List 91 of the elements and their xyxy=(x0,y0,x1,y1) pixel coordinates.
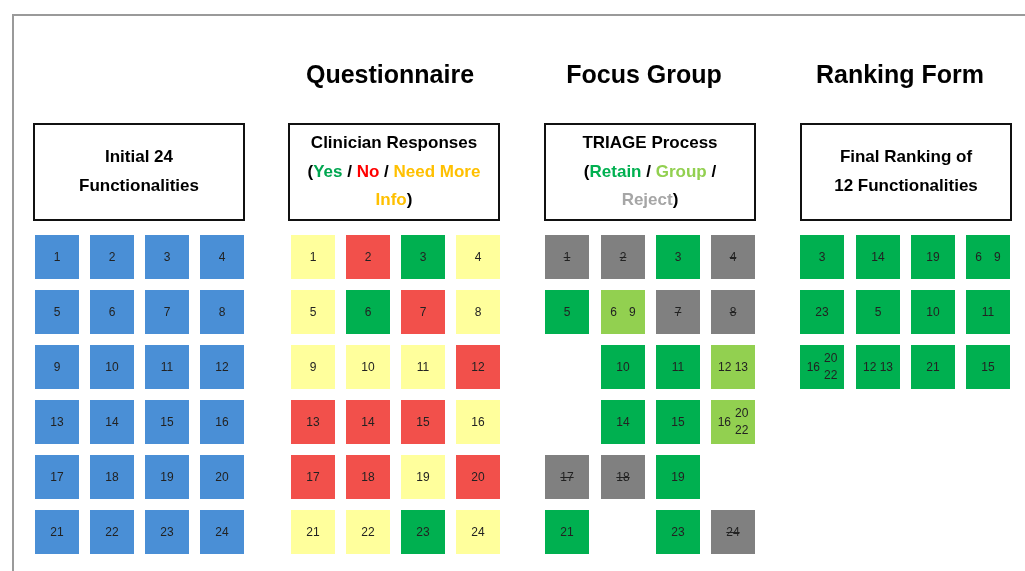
rejected-item-tile: 17 xyxy=(545,455,589,499)
item-tile: 2 xyxy=(90,235,134,279)
item-tile: 5 xyxy=(291,290,335,334)
header-box xyxy=(33,123,245,221)
item-tile: 4 xyxy=(200,235,244,279)
item-tile: 22 xyxy=(346,510,390,554)
item-tile: 21 xyxy=(911,345,955,389)
item-tile: 11 xyxy=(145,345,189,389)
item-tile: 21 xyxy=(545,510,589,554)
item-tile: 13 xyxy=(291,400,335,444)
item-tile: 23 xyxy=(800,290,844,334)
item-tile: 19 xyxy=(401,455,445,499)
item-tile: 5 xyxy=(35,290,79,334)
item-tile: 16 xyxy=(200,400,244,444)
item-tile: 1 xyxy=(291,235,335,279)
item-tile: 12 13 xyxy=(856,345,900,389)
item-tile: 23 xyxy=(145,510,189,554)
item-tile: 20 xyxy=(456,455,500,499)
item-tile: 2 xyxy=(346,235,390,279)
rejected-item-tile: 24 xyxy=(711,510,755,554)
item-tile: 3 xyxy=(800,235,844,279)
item-tile: 6 xyxy=(90,290,134,334)
column-title: Ranking Form xyxy=(814,60,986,89)
item-tile: 3 xyxy=(401,235,445,279)
item-tile: 21 xyxy=(35,510,79,554)
rejected-item-tile: 4 xyxy=(711,235,755,279)
item-tile: 14 xyxy=(90,400,134,444)
item-tile: 23 xyxy=(656,510,700,554)
item-tile: 22 xyxy=(90,510,134,554)
item-tile: 15 xyxy=(145,400,189,444)
item-tile: 15 xyxy=(656,400,700,444)
item-tile: 14 xyxy=(601,400,645,444)
item-tile: 23 xyxy=(401,510,445,554)
item-tile: 11 xyxy=(966,290,1010,334)
item-tile: 3 xyxy=(656,235,700,279)
item-tile: 20 xyxy=(200,455,244,499)
item-tile: 11 xyxy=(656,345,700,389)
item-tile: 9 xyxy=(35,345,79,389)
item-tile: 12 13 xyxy=(711,345,755,389)
item-tile: 7 xyxy=(145,290,189,334)
header-box xyxy=(800,123,1012,221)
item-tile: 12 xyxy=(456,345,500,389)
rejected-item-tile: 7 xyxy=(656,290,700,334)
item-tile: 14 xyxy=(346,400,390,444)
item-tile: 13 xyxy=(35,400,79,444)
item-tile: 5 xyxy=(545,290,589,334)
header-text: Initial 24 Functionalities xyxy=(78,146,200,197)
item-tile: 15 xyxy=(966,345,1010,389)
item-tile: 3 xyxy=(145,235,189,279)
item-tile: 21 xyxy=(291,510,335,554)
header-text: Final Ranking of 12 Functionalities xyxy=(833,146,979,197)
header-box xyxy=(544,123,756,221)
item-tile: 24 xyxy=(456,510,500,554)
item-tile: 6 9 xyxy=(966,235,1010,279)
column-title: Focus Group xyxy=(565,60,723,89)
item-tile: 10 xyxy=(601,345,645,389)
item-tile: 10 xyxy=(90,345,134,389)
item-tile: 6 9 xyxy=(601,290,645,334)
item-tile: 19 xyxy=(911,235,955,279)
item-tile: 8 xyxy=(200,290,244,334)
item-tile: 14 xyxy=(856,235,900,279)
rejected-item-tile: 18 xyxy=(601,455,645,499)
item-tile: 18 xyxy=(346,455,390,499)
item-tile: 5 xyxy=(856,290,900,334)
item-tile: 7 xyxy=(401,290,445,334)
item-tile: 15 xyxy=(401,400,445,444)
item-tile: 19 xyxy=(656,455,700,499)
header-box xyxy=(288,123,500,221)
column-title: Questionnaire xyxy=(304,60,476,89)
category-key-text: (Retain / Group / Reject) xyxy=(582,160,718,212)
item-tile: 12 xyxy=(200,345,244,389)
header-text: Clinician Responses xyxy=(310,131,478,154)
item-tile: 10 xyxy=(346,345,390,389)
item-tile: 16 xyxy=(456,400,500,444)
item-tile: 8 xyxy=(456,290,500,334)
item-tile: 11 xyxy=(401,345,445,389)
header-text: TRIAGE Process xyxy=(582,131,718,154)
item-tile: 19 xyxy=(145,455,189,499)
rejected-item-tile: 2 xyxy=(601,235,645,279)
item-tile: 18 xyxy=(90,455,134,499)
rejected-item-tile: 1 xyxy=(545,235,589,279)
item-tile: 6 xyxy=(346,290,390,334)
item-tile: 17 xyxy=(291,455,335,499)
item-tile: 10 xyxy=(911,290,955,334)
item-tile: 1 xyxy=(35,235,79,279)
rejected-item-tile: 8 xyxy=(711,290,755,334)
item-tile: 9 xyxy=(291,345,335,389)
item-tile: 4 xyxy=(456,235,500,279)
category-key-text: (Yes / No / Need More Info) xyxy=(306,160,482,212)
item-tile: 17 xyxy=(35,455,79,499)
item-tile: 24 xyxy=(200,510,244,554)
